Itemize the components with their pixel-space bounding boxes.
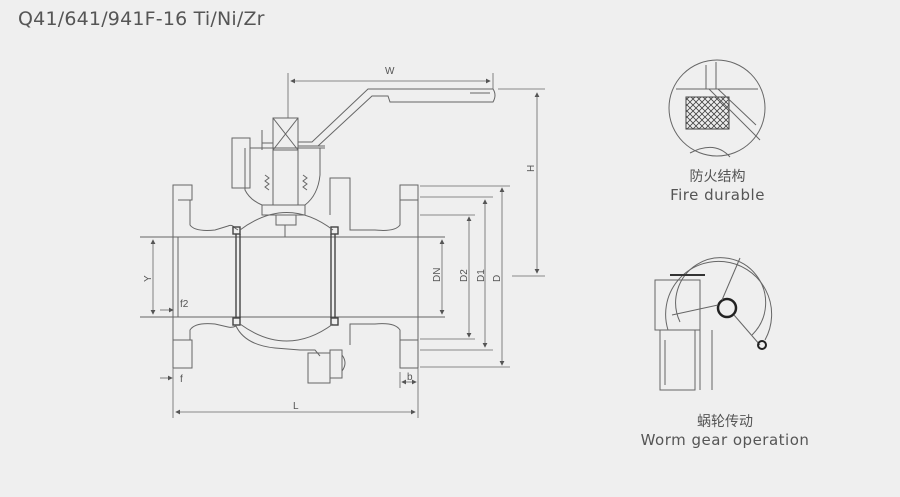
dim-label-l: L: [293, 401, 299, 412]
drawing-title: Q41/641/941F-16 Ti/Ni/Zr: [18, 8, 265, 30]
valve-body: [140, 88, 496, 384]
worm-gear-label-cn: 蜗轮传动: [697, 414, 753, 430]
fire-durable-detail: [668, 59, 766, 158]
dim-label-d1: D1: [476, 269, 487, 282]
dim-label-w: W: [385, 66, 395, 77]
dim-label-b: b: [407, 372, 413, 383]
fire-durable-label-en: Fire durable: [670, 186, 765, 204]
fire-durable-caption: 防火结构 Fire durable: [660, 166, 775, 204]
dim-label-d: D: [492, 275, 503, 282]
dim-label-d2: D2: [459, 269, 470, 282]
fire-durable-label-cn: 防火结构: [689, 169, 746, 185]
worm-gear-label-en: Worm gear operation: [640, 431, 810, 449]
dim-label-f: f: [180, 374, 183, 385]
dim-label-y: Y: [143, 275, 154, 282]
worm-gear-caption: 蜗轮传动 Worm gear operation: [630, 411, 820, 449]
dim-label-dn: DN: [432, 268, 443, 282]
dimension-lines: [150, 73, 545, 418]
dim-label-h: H: [526, 165, 537, 172]
dim-label-f2: f2: [180, 299, 189, 310]
worm-gear-detail: [654, 257, 773, 391]
